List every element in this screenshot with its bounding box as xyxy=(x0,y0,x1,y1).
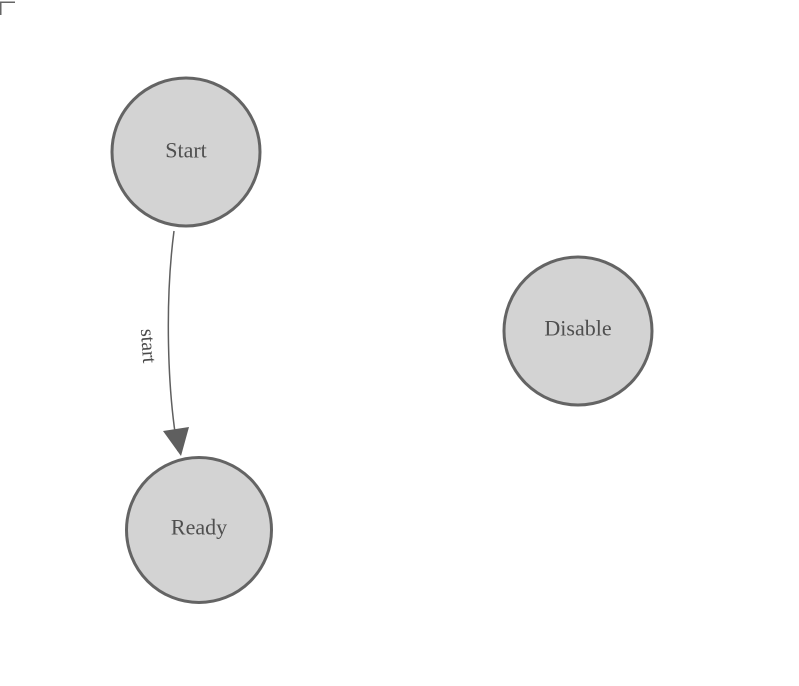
transition-edge-start-to-ready[interactable]: start xyxy=(136,230,189,456)
node-label: Start xyxy=(165,138,207,163)
canvas-origin-corner-mark xyxy=(0,1,15,15)
edge-arrowhead xyxy=(163,427,189,456)
node-circle[interactable] xyxy=(502,255,654,407)
node-label: Ready xyxy=(171,515,227,540)
node-label: Disable xyxy=(544,316,611,341)
state-node-disable[interactable]: Disable xyxy=(502,255,654,407)
state-node-ready[interactable]: Ready xyxy=(125,456,273,604)
edge-path[interactable] xyxy=(167,230,179,452)
edge-label[interactable]: start xyxy=(136,328,160,364)
node-circle[interactable] xyxy=(110,76,262,228)
node-circle[interactable] xyxy=(125,456,273,604)
state-node-start[interactable]: Start xyxy=(110,76,262,228)
